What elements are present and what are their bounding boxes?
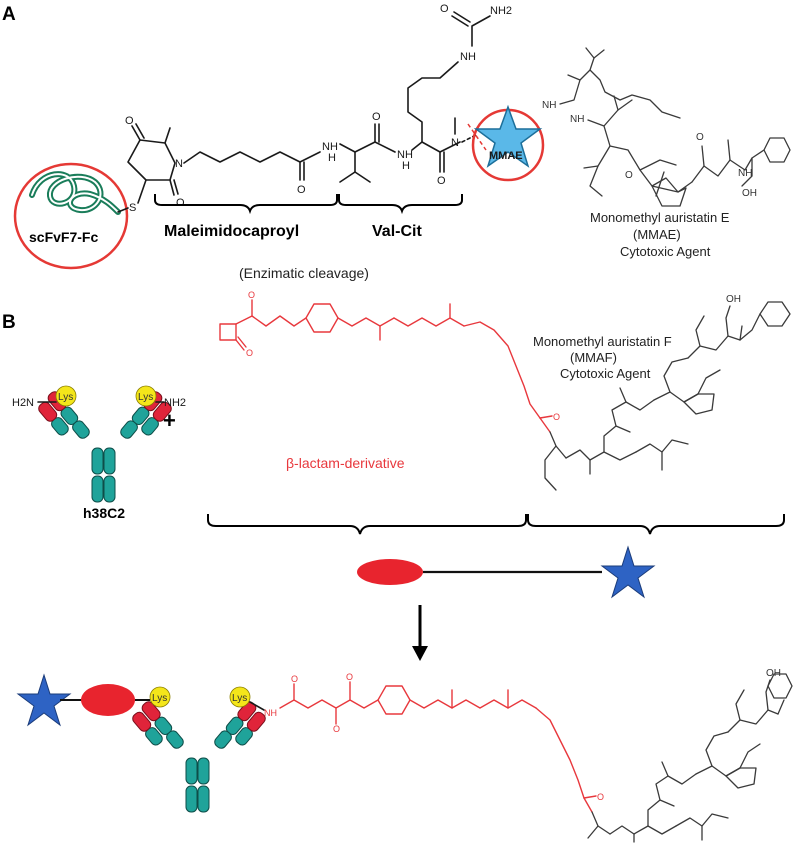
lys-label: Lys	[138, 392, 153, 403]
oxygen-atom: O	[297, 184, 306, 196]
amide-h-atom: H	[328, 152, 336, 164]
mmaf-structure-top: OH	[544, 294, 791, 491]
nh-atom: NH	[570, 114, 584, 125]
val-cit-brace	[338, 194, 463, 215]
mmae-caption-name: Monomethyl auristatin E	[590, 210, 730, 225]
nitrogen-atom: N	[175, 158, 183, 170]
nitrogen-atom: N	[451, 137, 459, 149]
conjugate-capsule-icon	[81, 684, 135, 716]
val-cit-structure: NH H O NH H O NH O NH2 N	[322, 3, 512, 187]
mmae-payload: MMAE	[471, 104, 545, 182]
oxygen-atom: O	[333, 724, 340, 734]
scfv-antibody: scFvF7-Fc	[13, 162, 129, 270]
mmae-structure: NH NH O O NH OH	[542, 47, 791, 207]
lys-label: Lys	[232, 693, 247, 704]
amide-h-atom: H	[402, 160, 410, 172]
mmae-caption-role: Cytotoxic Agent	[620, 244, 711, 259]
linker-drug-schematic	[357, 545, 656, 599]
oh-atom: OH	[742, 188, 757, 199]
oxygen-atom: O	[125, 115, 134, 127]
lys-label: Lys	[58, 392, 73, 403]
drug-star-icon	[600, 545, 656, 599]
mmaf-caption-name: Monomethyl auristatin F	[533, 334, 672, 349]
oxygen-atom: O	[346, 672, 353, 682]
amine-right: NH2	[164, 397, 186, 409]
beta-lactam-label: β-lactam-derivative	[286, 455, 405, 471]
nh-atom: NH	[264, 708, 277, 718]
drug-brace	[527, 514, 785, 535]
star-icon	[473, 104, 543, 168]
mmae-label: MMAE	[489, 150, 523, 162]
reaction-arrow	[412, 605, 428, 661]
mmaf-structure-bottom: OH	[587, 668, 793, 843]
nh-atom: NH	[542, 100, 556, 111]
plus-sign: +	[163, 408, 176, 433]
amide-nh-atom: NH	[397, 149, 413, 161]
scfv-label: scFvF7-Fc	[29, 229, 98, 245]
oh-atom: OH	[766, 668, 781, 679]
val-cit-label: Val-Cit	[372, 223, 422, 240]
conjugate-antibody: Lys Lys	[16, 673, 270, 813]
beta-lactam-linker: O O O	[219, 290, 560, 433]
oxygen-atom: O	[696, 132, 704, 143]
oxygen-atom: O	[440, 3, 449, 15]
linker-capsule-icon	[357, 559, 423, 585]
mmae-caption-abbr: (MMAE)	[633, 227, 681, 242]
lys-label: Lys	[152, 693, 167, 704]
oxygen-atom: O	[248, 290, 255, 300]
oxygen-atom: O	[372, 111, 381, 123]
h38c2-antibody: Lys Lys H2N NH2	[12, 385, 186, 503]
oh-atom: OH	[726, 294, 741, 305]
citrulline-nh-atom: NH	[460, 51, 476, 63]
nh-atom: NH	[738, 168, 752, 179]
maleimidocaproyl-brace	[154, 194, 338, 215]
conjugate-linker: NH O O O O	[264, 672, 604, 813]
oxygen-atom: O	[553, 412, 560, 422]
maleimidocaproyl-label: Maleimidocaproyl	[164, 223, 299, 240]
oxygen-atom: O	[597, 792, 604, 802]
amide-nh-atom: NH	[322, 141, 338, 153]
panel-a-label: A	[2, 4, 16, 25]
oxygen-atom: O	[625, 170, 633, 181]
sulfur-atom: S	[129, 202, 136, 214]
cleavage-note: (Enzimatic cleavage)	[239, 265, 369, 281]
mmaf-caption-role: Cytotoxic Agent	[560, 366, 651, 381]
h38c2-label: h38C2	[83, 505, 125, 521]
oxygen-atom: O	[437, 175, 446, 187]
amine-nh2-atom: NH2	[490, 5, 512, 17]
conjugate-star-icon	[16, 673, 72, 727]
panel-b-label: B	[2, 312, 16, 333]
oxygen-atom: O	[246, 348, 253, 358]
maleimidocaproyl-structure: O O N O	[125, 115, 321, 209]
amine-left: H2N	[12, 397, 34, 409]
mmaf-caption-abbr: (MMAF)	[570, 350, 617, 365]
oxygen-atom: O	[291, 674, 298, 684]
linker-brace	[207, 514, 527, 535]
oxygen-atom: O	[176, 197, 185, 209]
